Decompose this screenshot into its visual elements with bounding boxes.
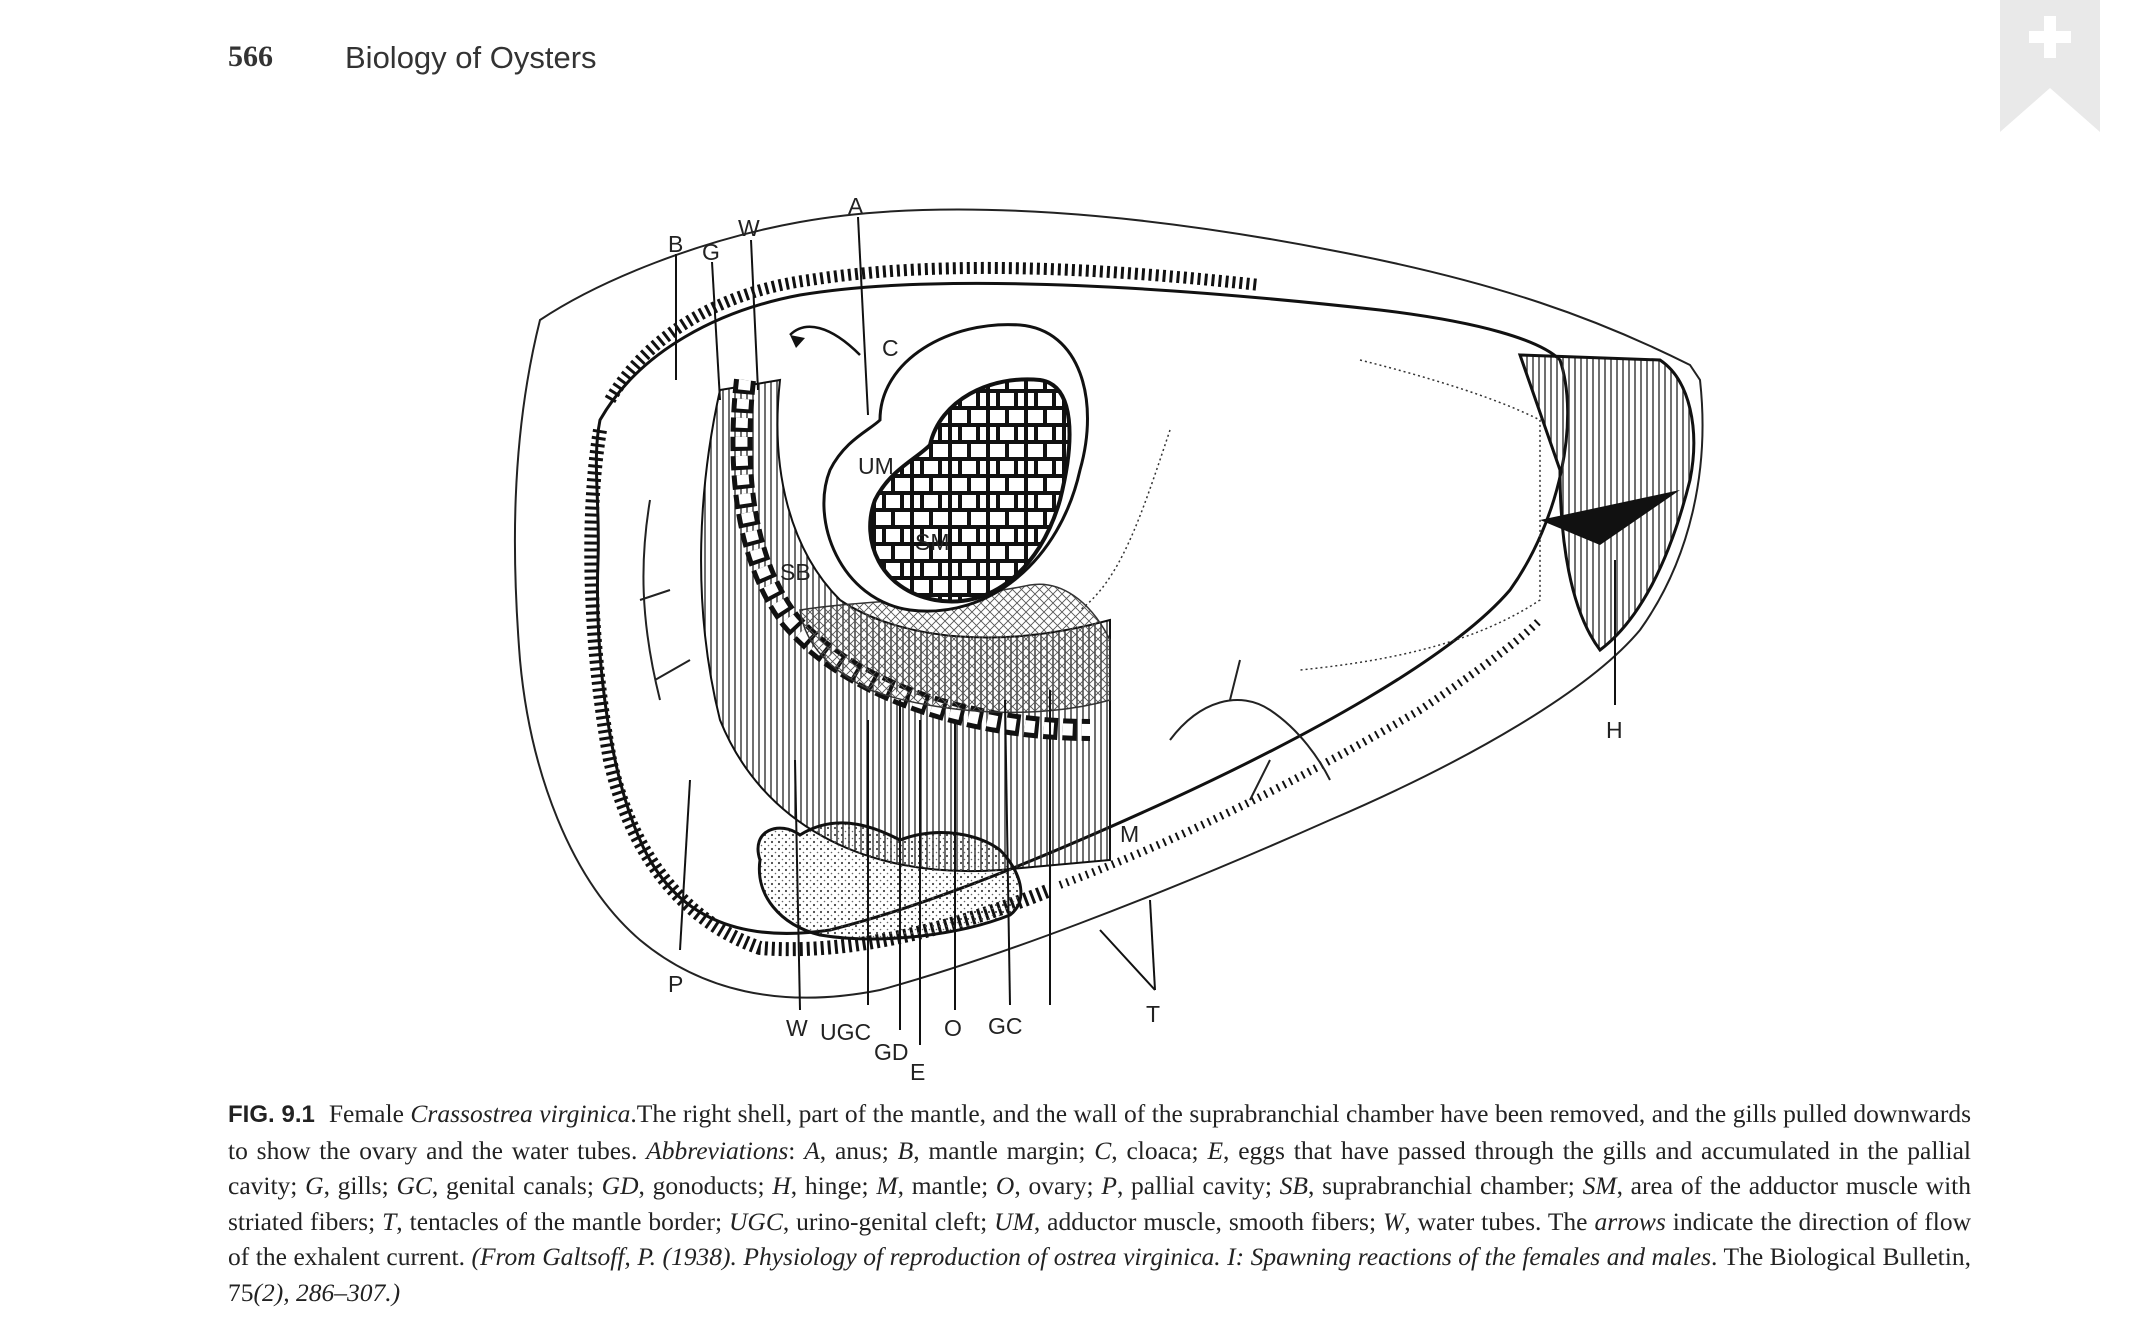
- label-m: M: [1120, 821, 1139, 847]
- caption-text: , urino-genital cleft;: [783, 1207, 994, 1236]
- caption-text: , tentacles of the mantle border;: [396, 1207, 729, 1236]
- caption-text: GC: [396, 1171, 431, 1200]
- label-um: UM: [858, 453, 894, 479]
- label-gc: GC: [988, 1013, 1023, 1039]
- caption-text: SM: [1583, 1171, 1617, 1200]
- label-w-bottom: W: [786, 1015, 808, 1041]
- caption-text: C: [1094, 1136, 1111, 1165]
- label-w-top: W: [738, 215, 760, 241]
- caption-text: , hinge;: [791, 1171, 877, 1200]
- caption-text: , mantle;: [898, 1171, 996, 1200]
- figure-drawing-stroke: [1100, 930, 1155, 990]
- caption-text: , water tubes. The: [1404, 1207, 1594, 1236]
- caption-text: Female: [329, 1099, 411, 1128]
- species-name: Crassostrea virginica: [410, 1099, 630, 1128]
- label-e: E: [910, 1059, 925, 1085]
- caption-text: , ovary;: [1014, 1171, 1101, 1200]
- caption-text: T: [382, 1207, 396, 1236]
- caption-text: arrows: [1594, 1207, 1665, 1236]
- caption-text: , genital canals;: [432, 1171, 602, 1200]
- figure-label: FIG. 9.1: [228, 1101, 315, 1128]
- caption-text: , cloaca;: [1111, 1136, 1207, 1165]
- label-t: T: [1146, 1001, 1160, 1027]
- caption-text: , pallial cavity;: [1117, 1171, 1280, 1200]
- caption-text: SB: [1280, 1171, 1308, 1200]
- figure-caption: FIG. 9.1Female Crassostrea virginica.The…: [228, 1096, 1971, 1310]
- caption-text: :: [788, 1136, 804, 1165]
- caption-text: , suprabranchial chamber;: [1308, 1171, 1583, 1200]
- label-h: H: [1606, 717, 1623, 743]
- caption-text: , adductor muscle, smooth fibers;: [1034, 1207, 1383, 1236]
- caption-text: UM: [994, 1207, 1034, 1236]
- label-sm: SM: [915, 529, 950, 555]
- caption-text: GD: [602, 1171, 639, 1200]
- caption-text: , gills;: [324, 1171, 397, 1200]
- caption-text: M: [876, 1171, 897, 1200]
- label-g: G: [702, 239, 720, 265]
- caption-text: B: [898, 1136, 914, 1165]
- label-c: C: [882, 335, 899, 361]
- caption-text: Abbreviations: [646, 1136, 788, 1165]
- caption-text: UGC: [729, 1207, 783, 1236]
- caption-text: H: [772, 1171, 790, 1200]
- citation-source: (From Galtsoff, P. (1938). Physiology of…: [471, 1242, 1711, 1271]
- label-b: B: [668, 231, 683, 257]
- figure-drawing-stroke: [1150, 900, 1155, 990]
- caption-text: , mantle margin;: [913, 1136, 1094, 1165]
- caption-text: E: [1207, 1136, 1223, 1165]
- caption-text: , anus;: [820, 1136, 898, 1165]
- label-ugc: UGC: [820, 1019, 871, 1045]
- caption-text: A: [804, 1136, 820, 1165]
- caption-text: (2), 286–307.): [254, 1278, 401, 1307]
- label-a: A: [848, 193, 864, 219]
- caption-text: P: [1101, 1171, 1117, 1200]
- label-o: O: [944, 1015, 962, 1041]
- caption-text: G: [305, 1171, 323, 1200]
- label-p: P: [668, 971, 683, 997]
- caption-text: , gonoducts;: [639, 1171, 773, 1200]
- label-gd: GD: [874, 1039, 909, 1065]
- caption-text: O: [996, 1171, 1014, 1200]
- caption-text: W: [1383, 1207, 1404, 1236]
- label-sb: SB: [780, 559, 811, 585]
